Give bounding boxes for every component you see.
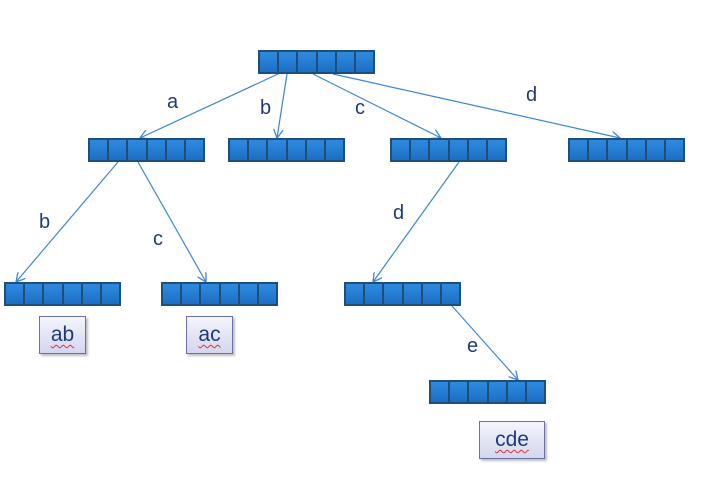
edge-root-d	[332, 73, 620, 138]
node-cell	[25, 284, 43, 304]
edge-label-root-c: c	[355, 97, 365, 119]
node-cell	[82, 284, 100, 304]
trie-node-a	[88, 138, 205, 162]
node-cell	[90, 140, 108, 160]
edge-cd-e	[451, 305, 518, 380]
trie-node-b	[228, 138, 345, 162]
trie-node-ac	[161, 282, 278, 306]
node-cell	[449, 140, 467, 160]
edge-root-b	[277, 73, 288, 138]
node-cell	[411, 140, 429, 160]
trie-node-cde	[429, 380, 546, 404]
trie-node-c	[390, 138, 507, 162]
node-cell	[468, 140, 486, 160]
node-cell	[336, 52, 354, 72]
node-cell	[166, 140, 184, 160]
node-cell	[220, 284, 238, 304]
node-cell	[147, 140, 165, 160]
node-cell	[665, 140, 684, 160]
node-cell	[260, 52, 278, 72]
node-cell	[507, 382, 525, 402]
result-box-ac: ac	[186, 316, 233, 354]
node-cell	[441, 284, 460, 304]
edge-a-c	[137, 161, 206, 282]
node-cell	[182, 284, 200, 304]
node-cell	[230, 140, 248, 160]
node-cell	[365, 284, 383, 304]
edge-label-a-b: b	[39, 211, 51, 233]
node-cell	[185, 140, 204, 160]
edge-label-root-d: d	[526, 84, 538, 106]
edge-label-root-a: a	[167, 91, 179, 113]
node-cell	[346, 284, 364, 304]
edge-label-c-d: d	[393, 202, 405, 224]
node-cell	[469, 382, 487, 402]
node-cell	[627, 140, 645, 160]
edge-root-a	[140, 73, 279, 138]
edge-c-d	[373, 161, 460, 282]
node-cell	[589, 140, 607, 160]
node-cell	[268, 140, 286, 160]
node-cell	[6, 284, 24, 304]
node-cell	[431, 382, 449, 402]
trie-node-d	[568, 138, 685, 162]
node-cell	[163, 284, 181, 304]
node-cell	[279, 52, 297, 72]
node-cell	[488, 382, 506, 402]
node-cell	[101, 284, 120, 304]
node-cell	[239, 284, 257, 304]
edge-label-cd-e: e	[467, 335, 479, 357]
node-cell	[287, 140, 305, 160]
node-cell	[646, 140, 664, 160]
node-cell	[298, 52, 316, 72]
trie-node-cd	[344, 282, 461, 306]
node-cell	[355, 52, 374, 72]
node-cell	[258, 284, 277, 304]
node-cell	[403, 284, 421, 304]
node-cell	[109, 140, 127, 160]
trie-node-ab	[4, 282, 121, 306]
edge-label-root-b: b	[260, 97, 272, 119]
node-cell	[526, 382, 545, 402]
node-cell	[570, 140, 588, 160]
node-cell	[249, 140, 267, 160]
edge-a-b	[16, 161, 119, 282]
result-label-ab: ab	[50, 323, 75, 346]
node-cell	[487, 140, 506, 160]
node-cell	[201, 284, 219, 304]
result-label-ac: ac	[198, 323, 221, 346]
node-cell	[450, 382, 468, 402]
node-cell	[384, 284, 402, 304]
edge-label-a-c: c	[153, 228, 163, 250]
result-label-cde: cde	[495, 428, 529, 451]
edge-root-c	[312, 73, 441, 138]
node-cell	[430, 140, 448, 160]
node-cell	[306, 140, 324, 160]
node-cell	[63, 284, 81, 304]
node-cell	[392, 140, 410, 160]
node-cell	[325, 140, 344, 160]
node-cell	[422, 284, 440, 304]
node-cell	[44, 284, 62, 304]
result-box-cde: cde	[479, 421, 545, 459]
trie-node-root	[258, 50, 375, 74]
node-cell	[128, 140, 146, 160]
node-cell	[317, 52, 335, 72]
node-cell	[608, 140, 626, 160]
result-box-ab: ab	[39, 316, 86, 354]
